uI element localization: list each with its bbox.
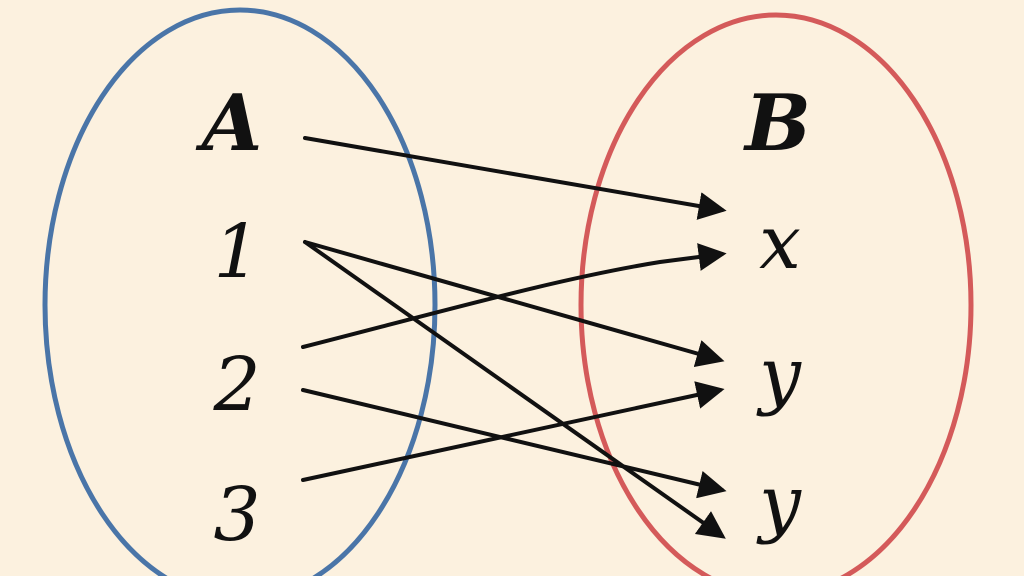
domain-element-1: 1 [213,209,260,295]
set-b-label: B [743,78,811,169]
set-b-ellipse [578,12,974,576]
arrow-1-to-y-top [303,240,725,368]
arrow-2-to-y-bottom [301,388,727,499]
arrow-a-to-x [303,136,727,220]
arrow-3-to-y-top [301,381,725,482]
codomain-element-y-1: y [756,332,802,418]
codomain-element-x: x [759,200,801,286]
domain-element-3: 3 [213,472,260,558]
set-a-ellipse [42,7,438,576]
codomain-element-y-2: y [756,460,802,546]
domain-element-2: 2 [212,342,260,428]
arrow-2-to-x [301,243,727,349]
arrow-1-to-y-bottom [303,240,726,539]
set-a-label: A [195,78,263,169]
